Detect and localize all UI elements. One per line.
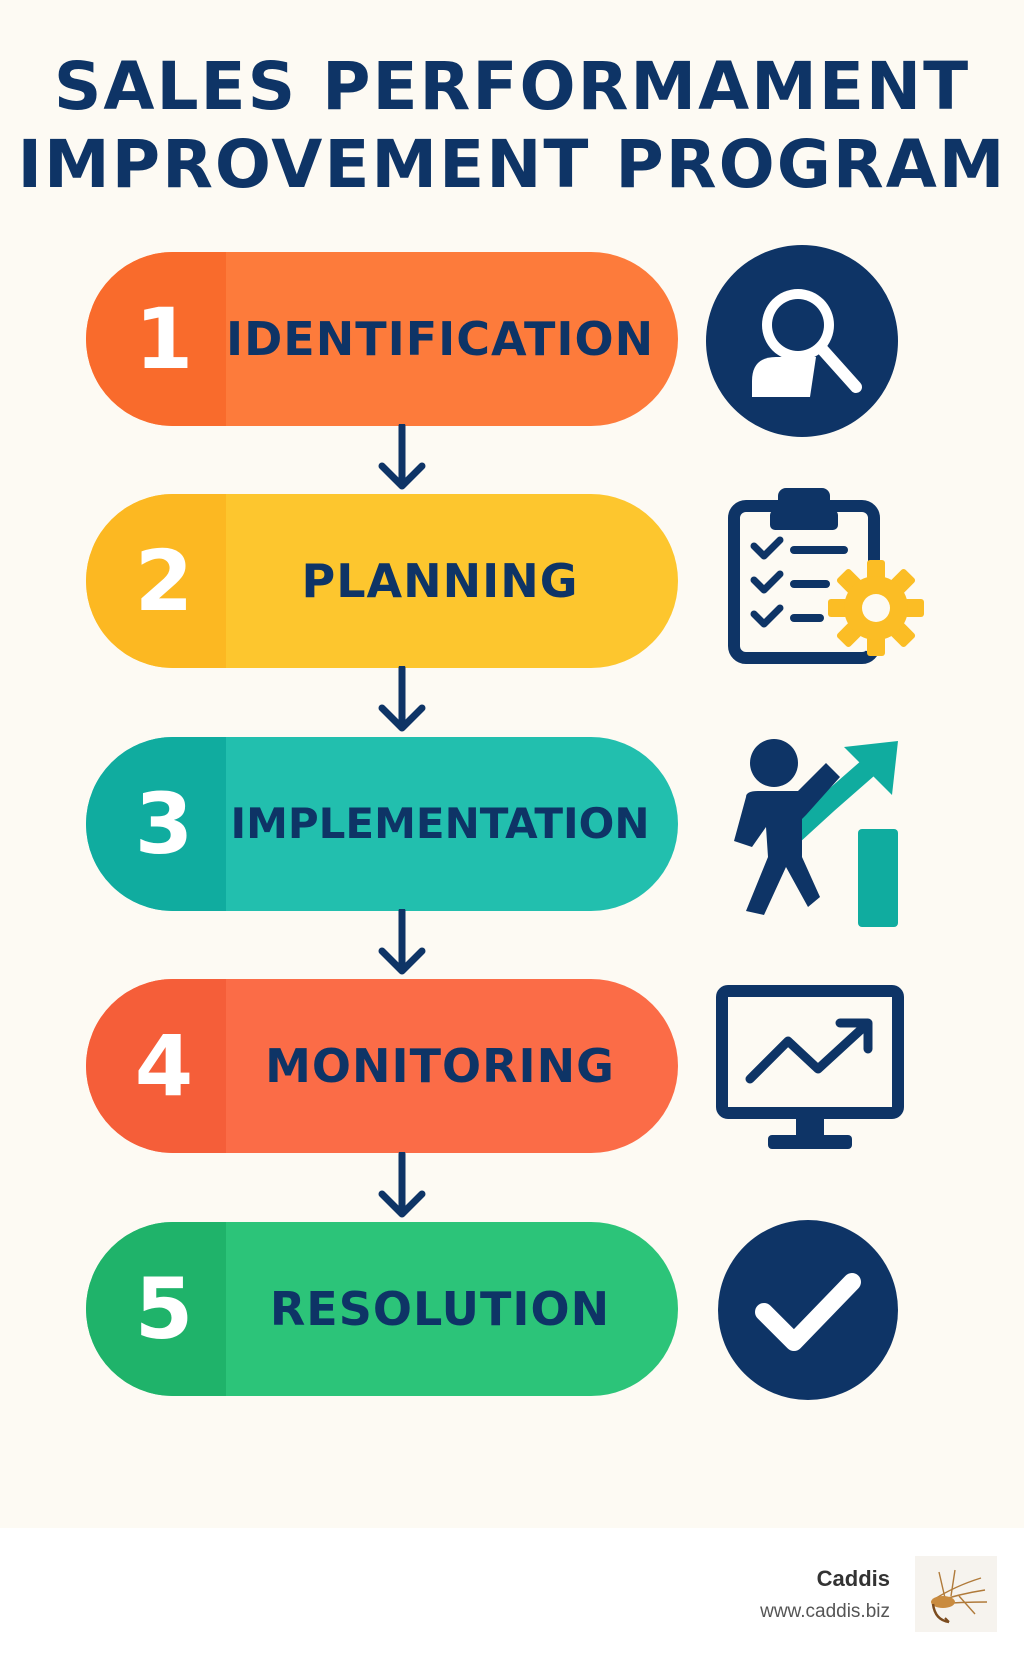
person-growth-arrow-icon xyxy=(734,739,898,927)
step-label: PLANNING xyxy=(301,554,579,608)
step-label: IMPLEMENTATION xyxy=(230,799,650,848)
step-number: 5 xyxy=(134,1260,194,1358)
flow-arrow xyxy=(378,1152,426,1218)
step-number-panel xyxy=(86,979,226,1153)
step-identification: 1 IDENTIFICATION xyxy=(86,252,678,426)
step-monitoring: 4 MONITORING xyxy=(86,979,678,1153)
user-search-icon xyxy=(706,245,898,437)
step-number: 4 xyxy=(134,1017,194,1115)
step-number-panel xyxy=(86,252,226,426)
flow-arrow xyxy=(378,424,426,490)
page-title: SALES PERFORMAMENT IMPROVEMENT PROGRAM xyxy=(0,48,1024,204)
title-line-1: SALES PERFORMAMENT xyxy=(53,48,971,125)
step-number: 3 xyxy=(134,775,194,873)
step-implementation: 3 IMPLEMENTATION xyxy=(86,737,678,911)
footer xyxy=(0,1528,1024,1666)
checkmark-circle-icon xyxy=(718,1220,898,1400)
step-number-panel xyxy=(86,494,226,668)
monitor-trend-icon xyxy=(716,985,904,1149)
title-line-2: IMPROVEMENT PROGRAM xyxy=(17,126,1007,203)
step-planning: 2 PLANNING xyxy=(86,494,678,668)
step-number: 1 xyxy=(134,290,194,388)
step-label: IDENTIFICATION xyxy=(226,312,655,366)
flow-arrow xyxy=(378,666,426,732)
brand-url: www.caddis.biz xyxy=(760,1601,890,1622)
clipboard-gear-icon xyxy=(728,488,924,664)
step-label: MONITORING xyxy=(265,1039,615,1093)
step-resolution: 5 RESOLUTION xyxy=(86,1222,678,1396)
brand-name: Caddis xyxy=(816,1566,890,1591)
step-number-panel xyxy=(86,737,226,911)
flow-arrow xyxy=(378,909,426,975)
step-number-panel xyxy=(86,1222,226,1396)
step-label: RESOLUTION xyxy=(269,1282,611,1336)
step-number: 2 xyxy=(134,532,194,630)
caddisfly-logo xyxy=(915,1556,997,1632)
